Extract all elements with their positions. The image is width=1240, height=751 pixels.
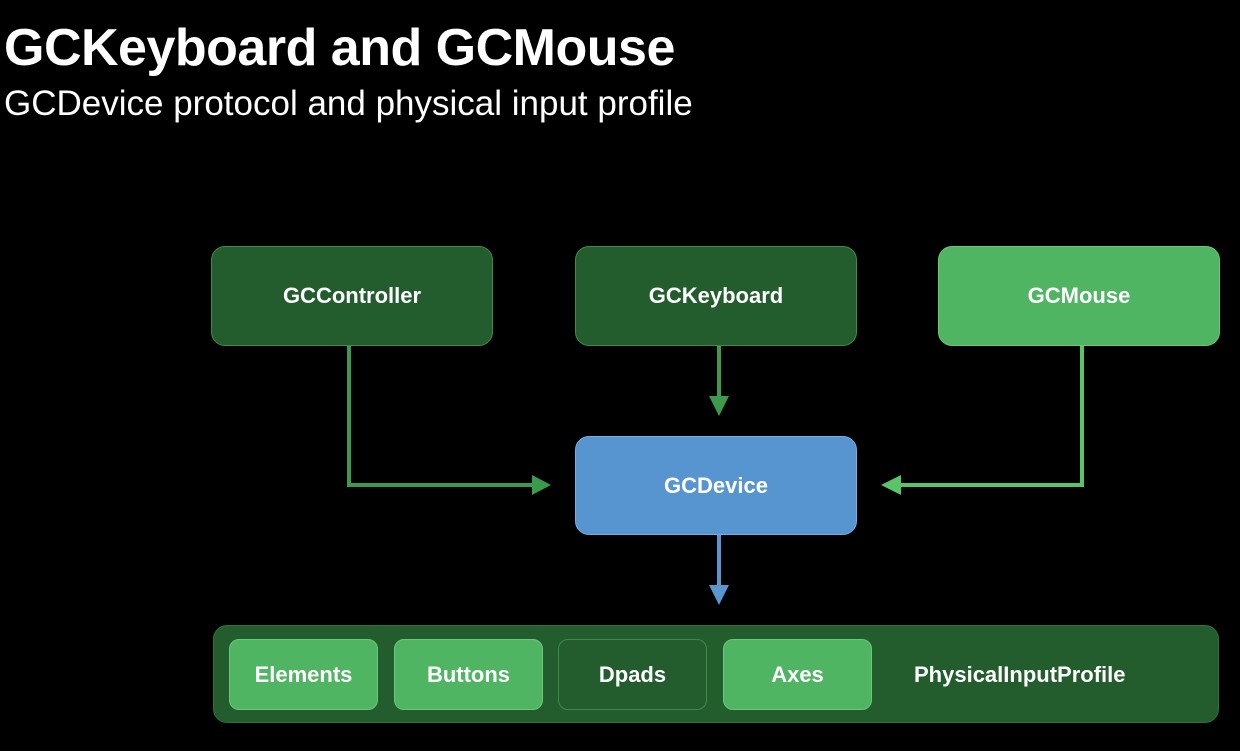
chip-buttons: Buttons — [394, 639, 543, 710]
chip-axes: Axes — [723, 639, 872, 710]
node-gccontroller-label: GCController — [282, 283, 422, 308]
physical-input-profile: Elements Buttons Dpads Axes PhysicalInpu… — [213, 625, 1219, 723]
node-gcdevice: GCDevice — [575, 436, 857, 535]
chip-elements-label: Elements — [254, 661, 353, 687]
physical-input-profile-label: PhysicalInputProfile — [914, 662, 1126, 687]
arrow-controller-to-device — [347, 346, 551, 495]
arrow-mouse-to-device — [881, 346, 1084, 495]
node-gccontroller: GCController — [211, 246, 493, 346]
node-gckeyboard: GCKeyboard — [575, 246, 857, 346]
slide-title: GCKeyboard and GCMouse — [4, 19, 675, 77]
chip-dpads: Dpads — [558, 639, 707, 710]
node-gckeyboard-label: GCKeyboard — [648, 283, 784, 308]
chip-elements: Elements — [229, 639, 378, 710]
slide-subtitle: GCDevice protocol and physical input pro… — [4, 84, 693, 123]
node-gcmouse: GCMouse — [938, 246, 1220, 346]
node-gcmouse-label: GCMouse — [1027, 283, 1131, 308]
chip-axes-label: Axes — [771, 661, 824, 687]
arrow-device-to-profile — [709, 535, 729, 605]
arrow-keyboard-to-device — [709, 346, 729, 416]
node-gcdevice-label: GCDevice — [664, 472, 768, 498]
chip-dpads-label: Dpads — [598, 661, 667, 687]
chip-buttons-label: Buttons — [426, 661, 511, 687]
